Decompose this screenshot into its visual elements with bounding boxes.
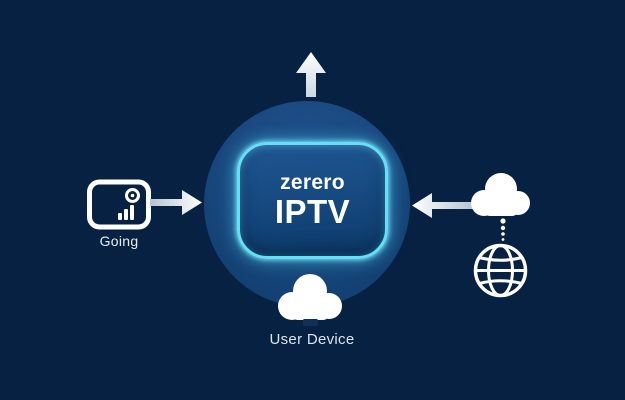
cloud-icon [471,173,530,216]
set-top-box-icon [87,179,151,230]
lens-icon [125,188,140,203]
dotted-link-icon [500,218,506,241]
signal-bars-icon [118,205,134,220]
brand-name: zerero [280,171,345,195]
right-arrow-icon [150,190,202,215]
brand-card: zerero IPTV [237,142,388,259]
globe-icon [473,243,528,298]
bottom-node-label: User Device [269,331,355,348]
brand-product: IPTV [274,192,351,230]
user-device-cloud-icon [278,274,342,320]
cloud-slot [303,319,318,326]
up-arrow-icon [296,52,326,97]
left-arrow-icon [412,193,473,218]
left-node-label: Going [99,233,139,249]
